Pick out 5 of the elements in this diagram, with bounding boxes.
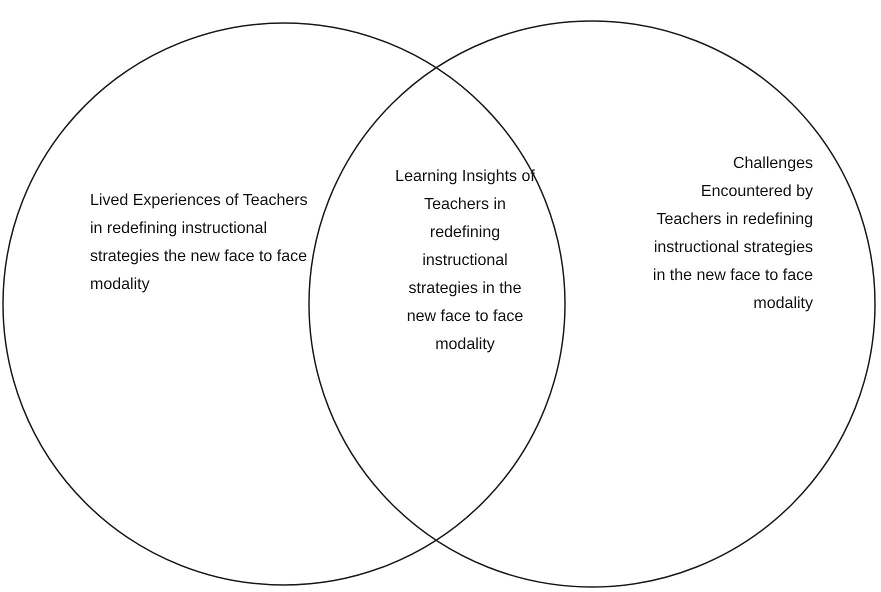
circle-label: Lived Experiences of Teachers in redefining instructional strategies the new face to face modality	[90, 191, 309, 295]
overlap-label: Learning Insights of Teachers in redefining instructional strategies in the new face to face modality	[395, 167, 535, 355]
circle-label: Challenges Encountered by Teachers in redefining instructional strategies in the new face to face modality	[652, 154, 813, 314]
venn-circle	[308, 20, 876, 588]
venn-circle	[2, 22, 566, 586]
